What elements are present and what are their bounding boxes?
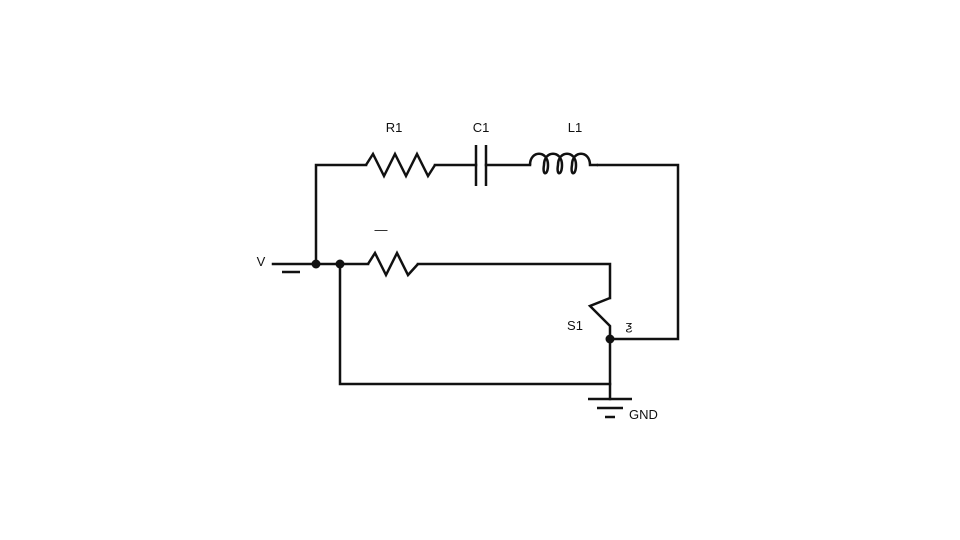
junction-node-left	[311, 259, 321, 269]
switch-s1	[587, 296, 612, 339]
resistor-r1	[364, 151, 437, 179]
wire-mid-right	[416, 262, 612, 300]
resistor-r2	[366, 250, 419, 278]
junction-node-switch	[605, 334, 615, 344]
label-r2: —	[375, 222, 388, 237]
capacitor-c1	[474, 145, 488, 186]
label-ground: GND	[629, 407, 658, 422]
label-l1: L1	[568, 120, 582, 135]
wire-top-right	[596, 163, 680, 341]
wire-bottom	[338, 262, 612, 386]
label-c1: C1	[473, 120, 490, 135]
wire-top-left	[314, 163, 368, 266]
switch-mark: ƺ	[625, 318, 632, 333]
inductor-l1	[528, 152, 598, 175]
label-source: V	[257, 254, 266, 269]
ground-symbol	[588, 397, 632, 419]
label-r1: R1	[386, 120, 403, 135]
junction-node-mid	[335, 259, 345, 269]
label-s1: S1	[567, 318, 583, 333]
